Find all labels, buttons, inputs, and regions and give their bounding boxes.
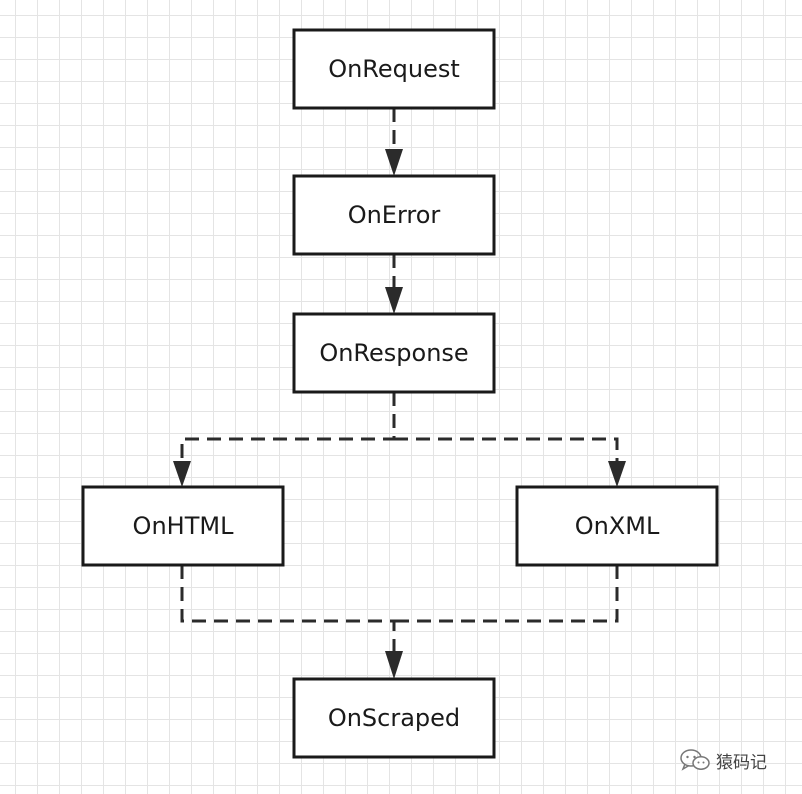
node-on-request: OnRequest	[292, 28, 496, 110]
node-on-html-label: OnHTML	[133, 512, 235, 540]
watermark-text: 猿码记	[716, 752, 767, 773]
node-on-response: OnResponse	[292, 312, 496, 394]
node-on-error: OnError	[292, 174, 496, 256]
node-on-xml-label: OnXML	[575, 512, 660, 540]
wechat-icon	[680, 749, 710, 771]
node-on-xml: OnXML	[515, 485, 719, 567]
node-on-html: OnHTML	[81, 485, 285, 567]
arrowhead-error	[385, 149, 403, 176]
arrowhead-xml	[608, 461, 626, 487]
node-on-error-label: OnError	[348, 201, 441, 229]
node-on-response-label: OnResponse	[319, 339, 468, 367]
node-on-scraped: OnScraped	[292, 677, 496, 759]
node-on-scraped-label: OnScraped	[328, 704, 460, 732]
edge-xml-to-scraped	[394, 565, 619, 623]
edge-response-to-xml	[394, 437, 619, 462]
edge-response-to-html	[180, 392, 396, 462]
arrowhead-scraped	[385, 651, 403, 679]
arrowhead-response	[385, 287, 403, 314]
arrowhead-html	[173, 461, 191, 487]
edge-html-to-scraped	[180, 565, 396, 652]
watermark: 猿码记	[680, 748, 767, 773]
node-on-request-label: OnRequest	[328, 55, 460, 83]
